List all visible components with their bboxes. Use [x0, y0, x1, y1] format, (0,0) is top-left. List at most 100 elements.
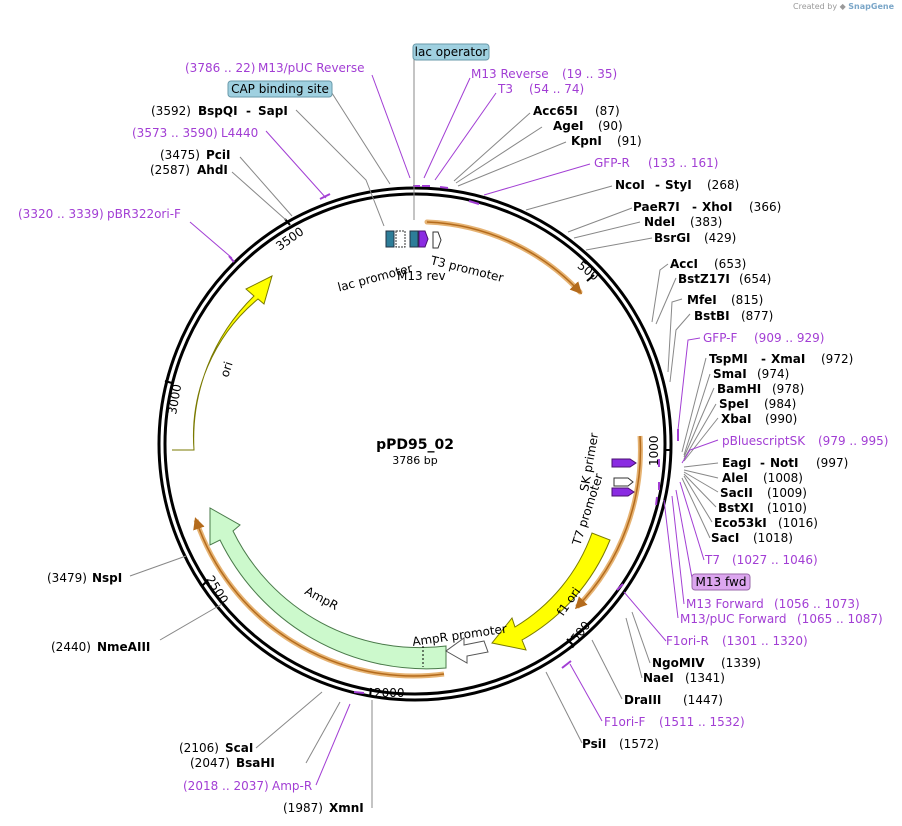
enz-bstbi-pos: (877)	[741, 309, 773, 323]
sk-primer-block	[611, 458, 637, 468]
m13-fwd-block	[611, 487, 635, 497]
enz-bsrgi: BsrGI	[654, 231, 691, 245]
enz-noti: NotI	[770, 456, 799, 470]
enz-pcii: AhdI	[197, 163, 228, 177]
enz-nspi: PciI	[206, 148, 231, 162]
credit-text: Created by	[793, 2, 838, 11]
enz-psii: PsiI	[582, 737, 606, 751]
enz-smai: SmaI	[713, 367, 747, 381]
primer-gfpr-name: GFP-R	[594, 156, 630, 170]
enz-xmni-pos: (1987)	[283, 801, 323, 815]
tick-500: 500	[575, 258, 602, 283]
leader-lines	[129, 56, 719, 808]
primer-f1orir-name: F1ori-R	[666, 634, 709, 648]
enz-scai: ScaI	[225, 741, 253, 755]
enz-ncoi: NcoI	[615, 178, 645, 192]
enz-acci: AccI	[670, 257, 698, 271]
enz-xmni: XmnI	[329, 801, 364, 815]
primer-m13rev-range: (19 .. 35)	[562, 67, 617, 81]
enz-paer7i-dash: -	[692, 200, 697, 214]
enz-tspmi: TspMI	[709, 352, 748, 366]
enz-bsahi: BsaHI	[236, 756, 275, 770]
lac-operator-label: lac operator	[415, 45, 488, 59]
enz-agei: AgeI	[553, 119, 583, 133]
enz-nmeaiii: NmeAIII	[97, 640, 150, 654]
primer-gfpr-range: (133 .. 161)	[648, 156, 718, 170]
enz-ahdi-pos: (3479)	[47, 571, 87, 585]
primer-l4440-name: L4440	[221, 126, 258, 140]
labels-left: (3592) BspQI - SapI (3573 .. 3590) L4440…	[18, 104, 364, 815]
cap-site-box	[227, 80, 333, 98]
backbone-outer	[157, 186, 673, 702]
primer-m13puc-fwd-name: M13/pUC Forward	[680, 612, 787, 626]
enz-draiii-pos: (1447)	[683, 693, 723, 707]
enz-eco53ki-pos: (1016)	[778, 516, 818, 530]
enz-nspi-pos: (3475)	[160, 148, 200, 162]
enz-acci-pos: (653)	[714, 257, 746, 271]
enz-sacii: SacII	[720, 486, 753, 500]
enz-ncoi-pos: (268)	[707, 178, 739, 192]
orf-arc-left-line	[193, 517, 445, 677]
primer-t7-range: (1027 .. 1046)	[732, 553, 818, 567]
t3-promoter-block	[432, 231, 442, 249]
m13-rev-block	[418, 230, 429, 248]
primer-m13fwd-name: M13 Forward	[686, 597, 764, 611]
enz-eagi: EagI	[722, 456, 751, 470]
primer-pbluescript-name: pBluescriptSK	[722, 434, 806, 448]
ampr-feature	[209, 507, 447, 670]
credit-brand: SnapGene	[848, 2, 894, 11]
orf-arc-top-line	[426, 221, 583, 295]
enz-nmeaiii-pos: (2440)	[51, 640, 91, 654]
enz-sapi: SapI	[258, 104, 288, 118]
tick-2000: 2000	[374, 686, 405, 700]
enz-bamhi-pos: (978)	[772, 382, 804, 396]
backbone-inner	[163, 192, 667, 696]
primer-t7-name: T7	[704, 553, 720, 567]
enz-bstxi: BstXI	[718, 501, 754, 515]
m13-rev-label: M13 rev	[397, 269, 446, 283]
enz-draiii: DraIII	[624, 693, 661, 707]
enz-naei: NaeI	[643, 671, 674, 685]
ori-label: ori	[218, 360, 236, 379]
m13-fwd-label: M13 fwd	[696, 575, 747, 589]
enz-bspqi-pos: (3592)	[151, 104, 191, 118]
enz-naei-pos: (1341)	[685, 671, 725, 685]
enz-xbai-pos: (990)	[765, 412, 797, 426]
primer-gfpf-name: GFP-F	[703, 331, 738, 345]
enz-eco53ki: Eco53kI	[714, 516, 767, 530]
cap-site-label: CAP binding site	[231, 82, 329, 96]
enz-sacii-pos: (1009)	[767, 486, 807, 500]
enz-bsrgi-pos: (429)	[704, 231, 736, 245]
primer-gfpf-range: (909 .. 929)	[754, 331, 824, 345]
enz-bsahi-pos: (2047)	[190, 756, 230, 770]
primer-m13puc-rev-name: M13/pUC Reverse	[258, 61, 365, 75]
snapgene-logo-icon: ◆	[839, 2, 846, 11]
t7-promoter-block	[613, 477, 634, 487]
enz-alei: AleI	[722, 471, 748, 485]
primer-f1orif-name: F1ori-F	[604, 715, 645, 729]
enz-ngomiv: NgoMIV	[652, 656, 705, 670]
enz-xbai: XbaI	[721, 412, 751, 426]
enz-bspqi: BspQI	[198, 104, 238, 118]
enz-bstz17i-pos: (654)	[739, 272, 771, 286]
enz-eagi-dash: -	[760, 456, 765, 470]
ampr-label: AmpR	[302, 584, 340, 613]
enz-xhoi: XhoI	[702, 200, 733, 214]
enz-bstz17i: BstZ17I	[678, 272, 730, 286]
plasmid-size: 3786 bp	[392, 454, 437, 467]
enz-ngomiv-pos: (1339)	[721, 656, 761, 670]
enz-eagi-pos: (997)	[816, 456, 848, 470]
primer-m13fwd-range: (1056 .. 1073)	[774, 597, 860, 611]
primer-t3-name: T3	[497, 82, 513, 96]
tick-3000: 3000	[165, 383, 184, 416]
plasmid-name: pPD95_02	[376, 437, 454, 453]
enz-saci-pos: (1018)	[753, 531, 793, 545]
enz-styi: StyI	[665, 178, 692, 192]
enz-mfei-pos: (815)	[731, 293, 763, 307]
enz-paer7i-pos: (366)	[749, 200, 781, 214]
enz-tspmi-dash: -	[761, 352, 766, 366]
f1-ori-feature	[491, 532, 611, 651]
enz-alei-pos: (1008)	[763, 471, 803, 485]
labels-right: (3786 .. 22) M13/pUC Reverse M13 Reverse…	[185, 61, 888, 751]
